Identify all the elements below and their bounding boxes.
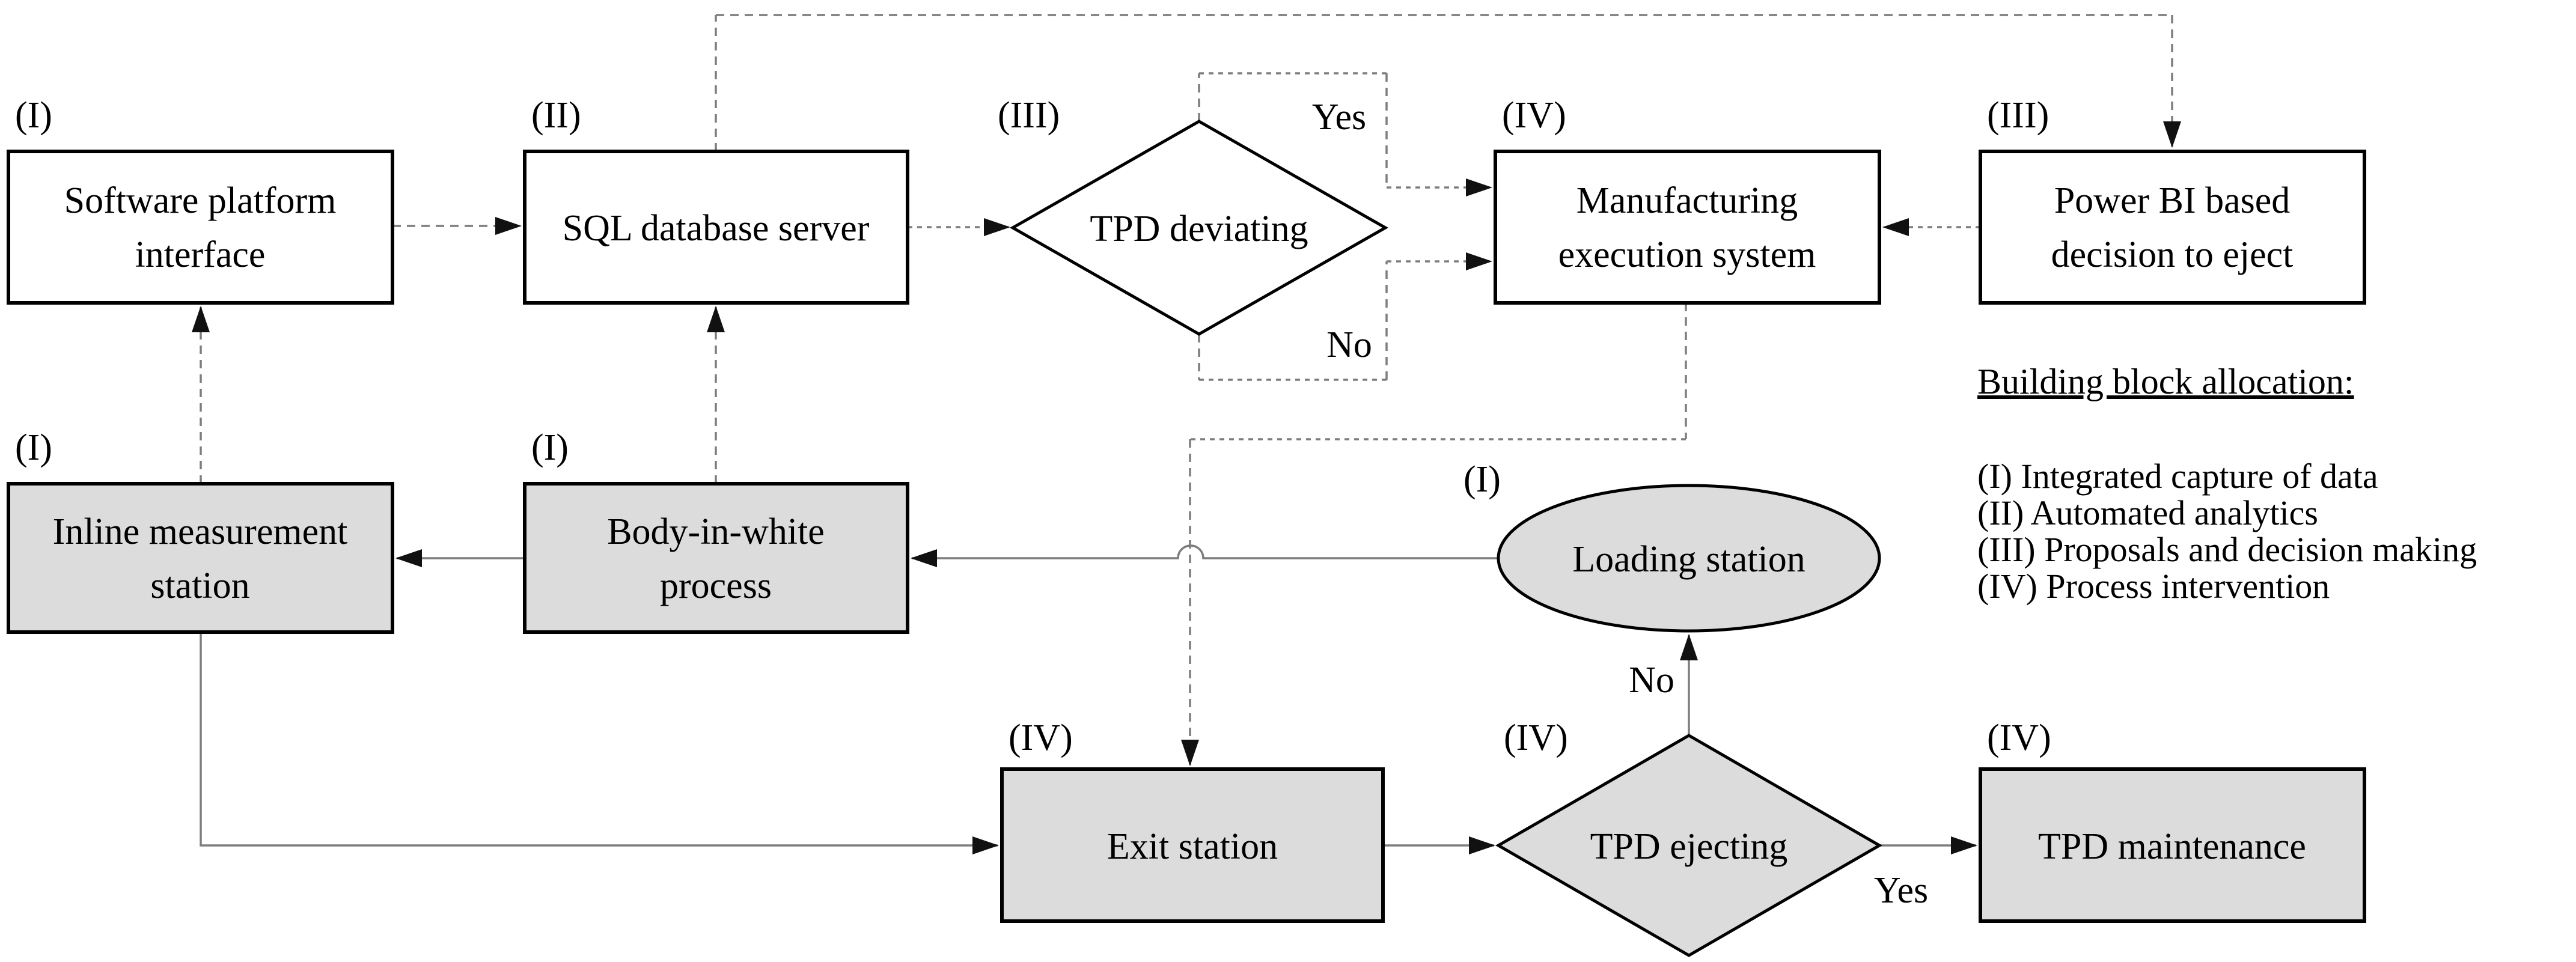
tag-loading: (I) [1463,459,1501,500]
node-spi-label-line2: interface [135,234,266,275]
node-mes-box [1494,150,1881,305]
legend: Building block allocation: (I) Integrate… [1977,362,2477,606]
node-sql-box [523,150,909,305]
node-ims-label-line2: station [150,565,249,606]
legend-item-4: (IV) Process intervention [1977,567,2330,606]
node-tpd-deviating-label: TPD deviating [1090,209,1308,249]
tag-spi: (I) [15,95,52,136]
node-tpd-ejecting-decision: TPD ejecting (IV) [1495,717,1883,957]
node-loading-station: Loading station (I) [1463,459,1881,633]
tag-mes: (IV) [1502,95,1566,136]
tag-tpd-ejecting: (IV) [1504,717,1568,758]
node-tpd-maintenance: TPD maintenance (IV) [1979,717,2366,923]
node-tpd-deviating-decision: TPD deviating (III) [998,95,1389,336]
node-biw-label-line2: process [660,565,772,606]
node-biw-label-line1: Body-in-white [607,511,825,552]
node-powerbi-label-line1: Power BI based [2054,180,2291,221]
node-manufacturing-execution-system: Manufacturing execution system (IV) [1494,95,1881,305]
node-exit-box [1000,767,1385,923]
tag-ims: (I) [15,427,52,468]
legend-item-1: (I) Integrated capture of data [1977,457,2378,496]
legend-item-2: (II) Automated analytics [1977,493,2318,532]
tag-powerbi: (III) [1987,95,2049,136]
node-powerbi-box [1979,150,2366,305]
edge-label-ejecting-no: No [1629,660,1674,701]
legend-heading: Building block allocation: [1977,362,2354,401]
node-loading-ellipse [1497,484,1881,633]
node-spi-box [7,150,394,305]
edge-loading-to-biw [911,544,1498,567]
edge-label-deviating-no: No [1326,324,1372,365]
node-software-platform-interface: Software platform interface (I) [7,95,394,305]
tag-biw: (I) [531,427,569,468]
node-ims-label-line1: Inline measurement [53,511,348,552]
tag-sql: (II) [531,95,581,136]
node-sql-label: SQL database server [563,208,870,249]
node-tpd-ejecting-label: TPD ejecting [1590,826,1788,867]
tag-tpd-deviating: (III) [998,95,1060,136]
tag-exit: (IV) [1009,717,1073,758]
node-mes-label-line2: execution system [1558,234,1816,275]
node-mes-label-line1: Manufacturing [1576,180,1798,221]
node-body-in-white-process: Body-in-white process (I) [523,427,909,634]
node-tpd-ejecting-diamond [1495,734,1883,957]
legend-item-3: (III) Proposals and decision making [1977,530,2477,569]
node-exit-label: Exit station [1107,826,1278,867]
node-spi-label-line1: Software platform [64,180,337,221]
node-sql-database-server: SQL database server (II) [523,95,909,305]
node-loading-label: Loading station [1572,539,1805,580]
edge-label-deviating-yes: Yes [1312,97,1366,138]
tag-tpd-maintenance: (IV) [1987,717,2051,758]
node-ims-box [7,482,394,634]
node-tpd-deviating-diamond [1009,120,1389,336]
node-power-bi-decision: Power BI based decision to eject (III) [1979,95,2366,305]
edge-ims-to-exit [200,632,999,854]
node-powerbi-label-line2: decision to eject [2051,234,2294,275]
node-tpd-maintenance-box [1979,767,2366,923]
node-biw-box [523,482,909,634]
node-inline-measurement-station: Inline measurement station (I) [7,427,394,634]
node-exit-station: Exit station (IV) [1000,717,1385,923]
node-tpd-maintenance-label: TPD maintenance [2038,826,2306,867]
edge-label-ejecting-yes: Yes [1874,870,1928,911]
